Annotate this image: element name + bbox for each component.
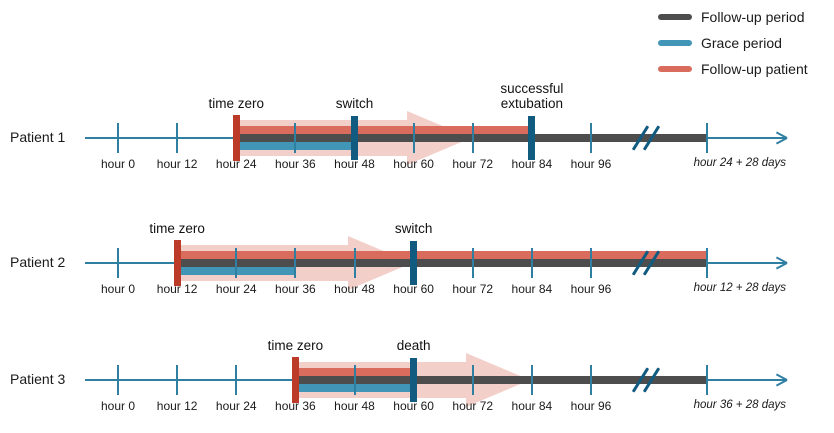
tick-label: hour 48: [334, 399, 375, 413]
tick-label: hour 60: [393, 282, 434, 296]
tick-label: hour 12: [156, 399, 198, 413]
event-label: switch: [336, 96, 374, 111]
legend-item-grace-period: Grace period: [658, 30, 808, 56]
follow-up-patient-swatch-icon: [658, 66, 692, 72]
tick-mark: [117, 365, 119, 395]
tick-mark: [235, 248, 238, 278]
legend: Follow-up period Grace period Follow-up …: [658, 4, 808, 82]
tick-mark: [294, 248, 297, 278]
time-zero-marker: [173, 240, 181, 286]
time-zero-marker: [291, 357, 299, 403]
legend-item-follow-up-period: Follow-up period: [658, 4, 808, 30]
tick-mark: [235, 365, 238, 395]
follow-up-period-band: [236, 134, 707, 142]
follow-up-period-swatch-icon: [658, 14, 692, 20]
event-marker: [410, 241, 418, 285]
legend-item-follow-up-patient: Follow-up patient: [658, 56, 808, 82]
event-label-line: switch: [394, 221, 433, 236]
tick-label: hour 36: [275, 282, 316, 296]
follow-up-patient-band: [236, 126, 532, 134]
event-label-line: switch: [335, 96, 374, 111]
tick-label: hour 60: [393, 157, 434, 171]
tick-label: hour 48: [334, 157, 375, 171]
tick-label: hour 84: [511, 157, 553, 171]
tick-label: hour 72: [452, 157, 494, 171]
tick-mark: [471, 123, 474, 153]
end-tick-mark: [706, 365, 708, 395]
event-marker: [528, 116, 536, 160]
tick-mark: [590, 248, 592, 278]
patient-label: Patient 1: [10, 129, 66, 145]
tick-label: hour 48: [334, 282, 375, 296]
event-label: death: [397, 338, 431, 353]
event-marker: [351, 116, 358, 160]
tick-mark: [530, 248, 533, 278]
legend-label: Follow-up patient: [701, 61, 808, 77]
legend-label: Grace period: [701, 35, 782, 51]
tick-mark: [353, 248, 356, 278]
tick-label: hour 84: [511, 282, 553, 296]
tick-label: hour 24: [215, 157, 257, 171]
end-tick-label: hour 24 + 28 days: [693, 157, 786, 169]
follow-up-period-band: [295, 376, 707, 384]
tick-mark: [176, 123, 179, 153]
tick-label: hour 24: [215, 399, 257, 413]
event-label-line: death: [396, 338, 431, 353]
tick-label: hour 24: [215, 282, 257, 296]
time-zero-label: time zero: [267, 338, 324, 353]
event-label-line: successful: [500, 81, 564, 96]
legend-label: Follow-up period: [701, 9, 805, 25]
time-zero-marker: [232, 115, 240, 161]
event-marker: [410, 358, 418, 402]
tick-mark: [471, 365, 474, 395]
end-tick-label: hour 36 + 28 days: [693, 399, 786, 411]
event-label: switch: [395, 221, 433, 236]
tick-mark: [412, 123, 415, 153]
tick-label: hour 96: [570, 399, 612, 413]
tick-mark: [530, 365, 533, 395]
end-tick-mark: [706, 123, 708, 153]
tick-label: hour 36: [275, 157, 316, 171]
time-zero-label: time zero: [149, 221, 205, 236]
end-tick-mark: [706, 248, 708, 278]
tick-label: hour 84: [511, 399, 553, 413]
tick-mark: [590, 365, 592, 395]
tick-label: hour 36: [275, 399, 316, 413]
end-tick-label: hour 12 + 28 days: [693, 282, 786, 294]
grace-period-swatch-icon: [658, 40, 692, 46]
patient-label: Patient 3: [10, 371, 66, 387]
tick-mark: [117, 123, 119, 153]
tick-label: hour 60: [393, 399, 434, 413]
tick-label: hour 72: [452, 399, 494, 413]
tick-label: hour 72: [452, 282, 494, 296]
follow-up-patient-band: [177, 251, 707, 259]
follow-up-period-band: [177, 259, 707, 267]
tick-label: hour 0: [100, 157, 136, 171]
tick-label: hour 0: [100, 399, 136, 413]
tick-label: hour 96: [570, 282, 612, 296]
tick-mark: [590, 123, 592, 153]
event-label-line: extubation: [500, 96, 564, 111]
tick-label: hour 12: [156, 282, 198, 296]
tick-mark: [471, 248, 474, 278]
tick-mark: [176, 365, 179, 395]
tick-mark: [353, 365, 356, 395]
tick-label: hour 96: [570, 157, 612, 171]
tick-mark: [294, 123, 297, 153]
tick-label: hour 0: [100, 282, 136, 296]
tick-label: hour 12: [156, 157, 198, 171]
tick-mark: [117, 248, 119, 278]
patient-label: Patient 2: [10, 254, 66, 270]
time-zero-label: time zero: [208, 96, 265, 111]
